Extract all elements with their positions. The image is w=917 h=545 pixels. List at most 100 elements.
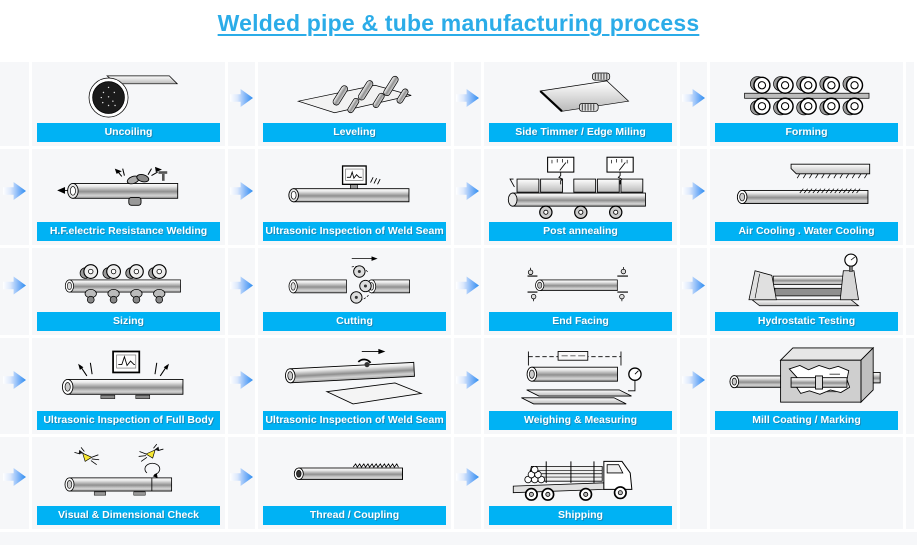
right-margin: [906, 437, 914, 529]
step-label: H.F.electric Resistance Welding: [37, 221, 220, 241]
step-cell-forming: Forming: [710, 62, 903, 146]
flow-arrow-icon: [230, 371, 253, 389]
step-cell-sizing: Sizing: [32, 248, 225, 335]
step-cell-hf-welding: H.F.electric Resistance Welding: [32, 149, 225, 245]
flow-gap: [454, 437, 481, 529]
right-margin: [906, 149, 914, 245]
flow-gap: [228, 149, 255, 245]
process-grid: Uncoiling Leveling Side Timmer / Edge Mi…: [0, 62, 917, 529]
ultrasonic-full-body-icon: [40, 341, 218, 411]
step-cell-air-water-cooling: Air Cooling . Water Cooling: [710, 149, 903, 245]
weighing-measuring-icon: [492, 341, 670, 411]
step-cell-end-facing: End Facing: [484, 248, 677, 335]
ultrasonic-weld-seam-icon: [266, 152, 444, 222]
right-margin: [906, 248, 914, 335]
step-label: Leveling: [263, 122, 446, 142]
flow-arrow-icon: [230, 89, 253, 107]
step-label: Forming: [715, 122, 898, 142]
step-cell-weighing-measuring: Weighing & Measuring: [484, 338, 677, 434]
step-label: Cutting: [263, 311, 446, 331]
row-continuation-arrow-icon: [3, 468, 26, 486]
left-margin: [0, 62, 29, 146]
step-cell-uncoiling: Uncoiling: [32, 62, 225, 146]
step-label: Weighing & Measuring: [489, 410, 672, 430]
left-margin: [0, 248, 29, 335]
flow-gap: [680, 248, 707, 335]
title-bar: Welded pipe & tube manufacturing process: [0, 0, 917, 62]
shipping-icon: [492, 440, 670, 506]
step-label: Shipping: [489, 505, 672, 525]
step-label: Post annealing: [489, 221, 672, 241]
step-label: Sizing: [37, 311, 220, 331]
flow-gap: [454, 248, 481, 335]
flow-gap: [228, 248, 255, 335]
row-continuation-arrow-icon: [3, 276, 26, 295]
mill-coating-icon: [718, 341, 896, 411]
flow-gap: [454, 149, 481, 245]
step-label: Air Cooling . Water Cooling: [715, 221, 898, 241]
flow-gap: [454, 338, 481, 434]
flow-arrow-icon: [230, 468, 253, 486]
left-margin: [0, 437, 29, 529]
step-label: Ultrasonic Inspection of Weld Seam: [263, 410, 446, 430]
thread-coupling-icon: [266, 440, 444, 506]
step-cell-side-trimmer: Side Timmer / Edge Miling: [484, 62, 677, 146]
step-cell-leveling: Leveling: [258, 62, 451, 146]
flow-arrow-icon: [682, 182, 705, 200]
flow-gap: [228, 62, 255, 146]
leveling-icon: [266, 65, 444, 123]
step-label: Thread / Coupling: [263, 505, 446, 525]
flow-gap: [680, 338, 707, 434]
flow-gap: [228, 338, 255, 434]
flow-gap: [680, 62, 707, 146]
step-cell-ultrasonic-weld-seam-rotary: Ultrasonic Inspection of Weld Seam: [258, 338, 451, 434]
row-continuation-arrow-icon: [3, 371, 26, 389]
empty-gap: [680, 437, 707, 529]
hydrostatic-testing-icon: [718, 251, 896, 312]
step-cell-ultrasonic-weld-seam: Ultrasonic Inspection of Weld Seam: [258, 149, 451, 245]
step-label: End Facing: [489, 311, 672, 331]
row-continuation-arrow-icon: [3, 182, 26, 200]
flow-arrow-icon: [456, 371, 479, 389]
page-title: Welded pipe & tube manufacturing process: [217, 10, 700, 36]
forming-icon: [718, 65, 896, 123]
step-cell-post-annealing: Post annealing: [484, 149, 677, 245]
right-margin: [906, 338, 914, 434]
flow-arrow-icon: [682, 371, 705, 389]
visual-check-icon: [40, 440, 218, 506]
step-cell-ultrasonic-full-body: Ultrasonic Inspection of Full Body: [32, 338, 225, 434]
flow-arrow-icon: [230, 276, 253, 295]
step-label: Ultrasonic Inspection of Weld Seam: [263, 221, 446, 241]
flow-gap: [680, 149, 707, 245]
step-cell-mill-coating: Mill Coating / Marking: [710, 338, 903, 434]
step-cell-cutting: Cutting: [258, 248, 451, 335]
cropped-next-row: [0, 532, 917, 545]
step-label: Mill Coating / Marking: [715, 410, 898, 430]
end-facing-icon: [492, 251, 670, 312]
air-water-cooling-icon: [718, 152, 896, 222]
step-cell-visual-check: Visual & Dimensional Check: [32, 437, 225, 529]
uncoiling-icon: [40, 65, 218, 123]
left-margin: [0, 149, 29, 245]
empty-cell: [710, 437, 903, 529]
step-label: Uncoiling: [37, 122, 220, 142]
flow-arrow-icon: [456, 468, 479, 486]
step-label: Ultrasonic Inspection of Full Body: [37, 410, 220, 430]
flow-arrow-icon: [456, 89, 479, 107]
hf-welding-icon: [40, 152, 218, 222]
step-cell-hydrostatic-testing: Hydrostatic Testing: [710, 248, 903, 335]
step-label: Visual & Dimensional Check: [37, 505, 220, 525]
step-cell-thread-coupling: Thread / Coupling: [258, 437, 451, 529]
flow-gap: [454, 62, 481, 146]
right-margin: [906, 62, 914, 146]
flow-arrow-icon: [682, 276, 705, 295]
sizing-icon: [40, 251, 218, 312]
ultrasonic-weld-seam-rotary-icon: [266, 341, 444, 411]
flow-arrow-icon: [456, 182, 479, 200]
step-cell-shipping: Shipping: [484, 437, 677, 529]
flow-gap: [228, 437, 255, 529]
flow-arrow-icon: [682, 89, 705, 107]
cutting-icon: [266, 251, 444, 312]
step-label: Hydrostatic Testing: [715, 311, 898, 331]
step-label: Side Timmer / Edge Miling: [489, 122, 672, 142]
